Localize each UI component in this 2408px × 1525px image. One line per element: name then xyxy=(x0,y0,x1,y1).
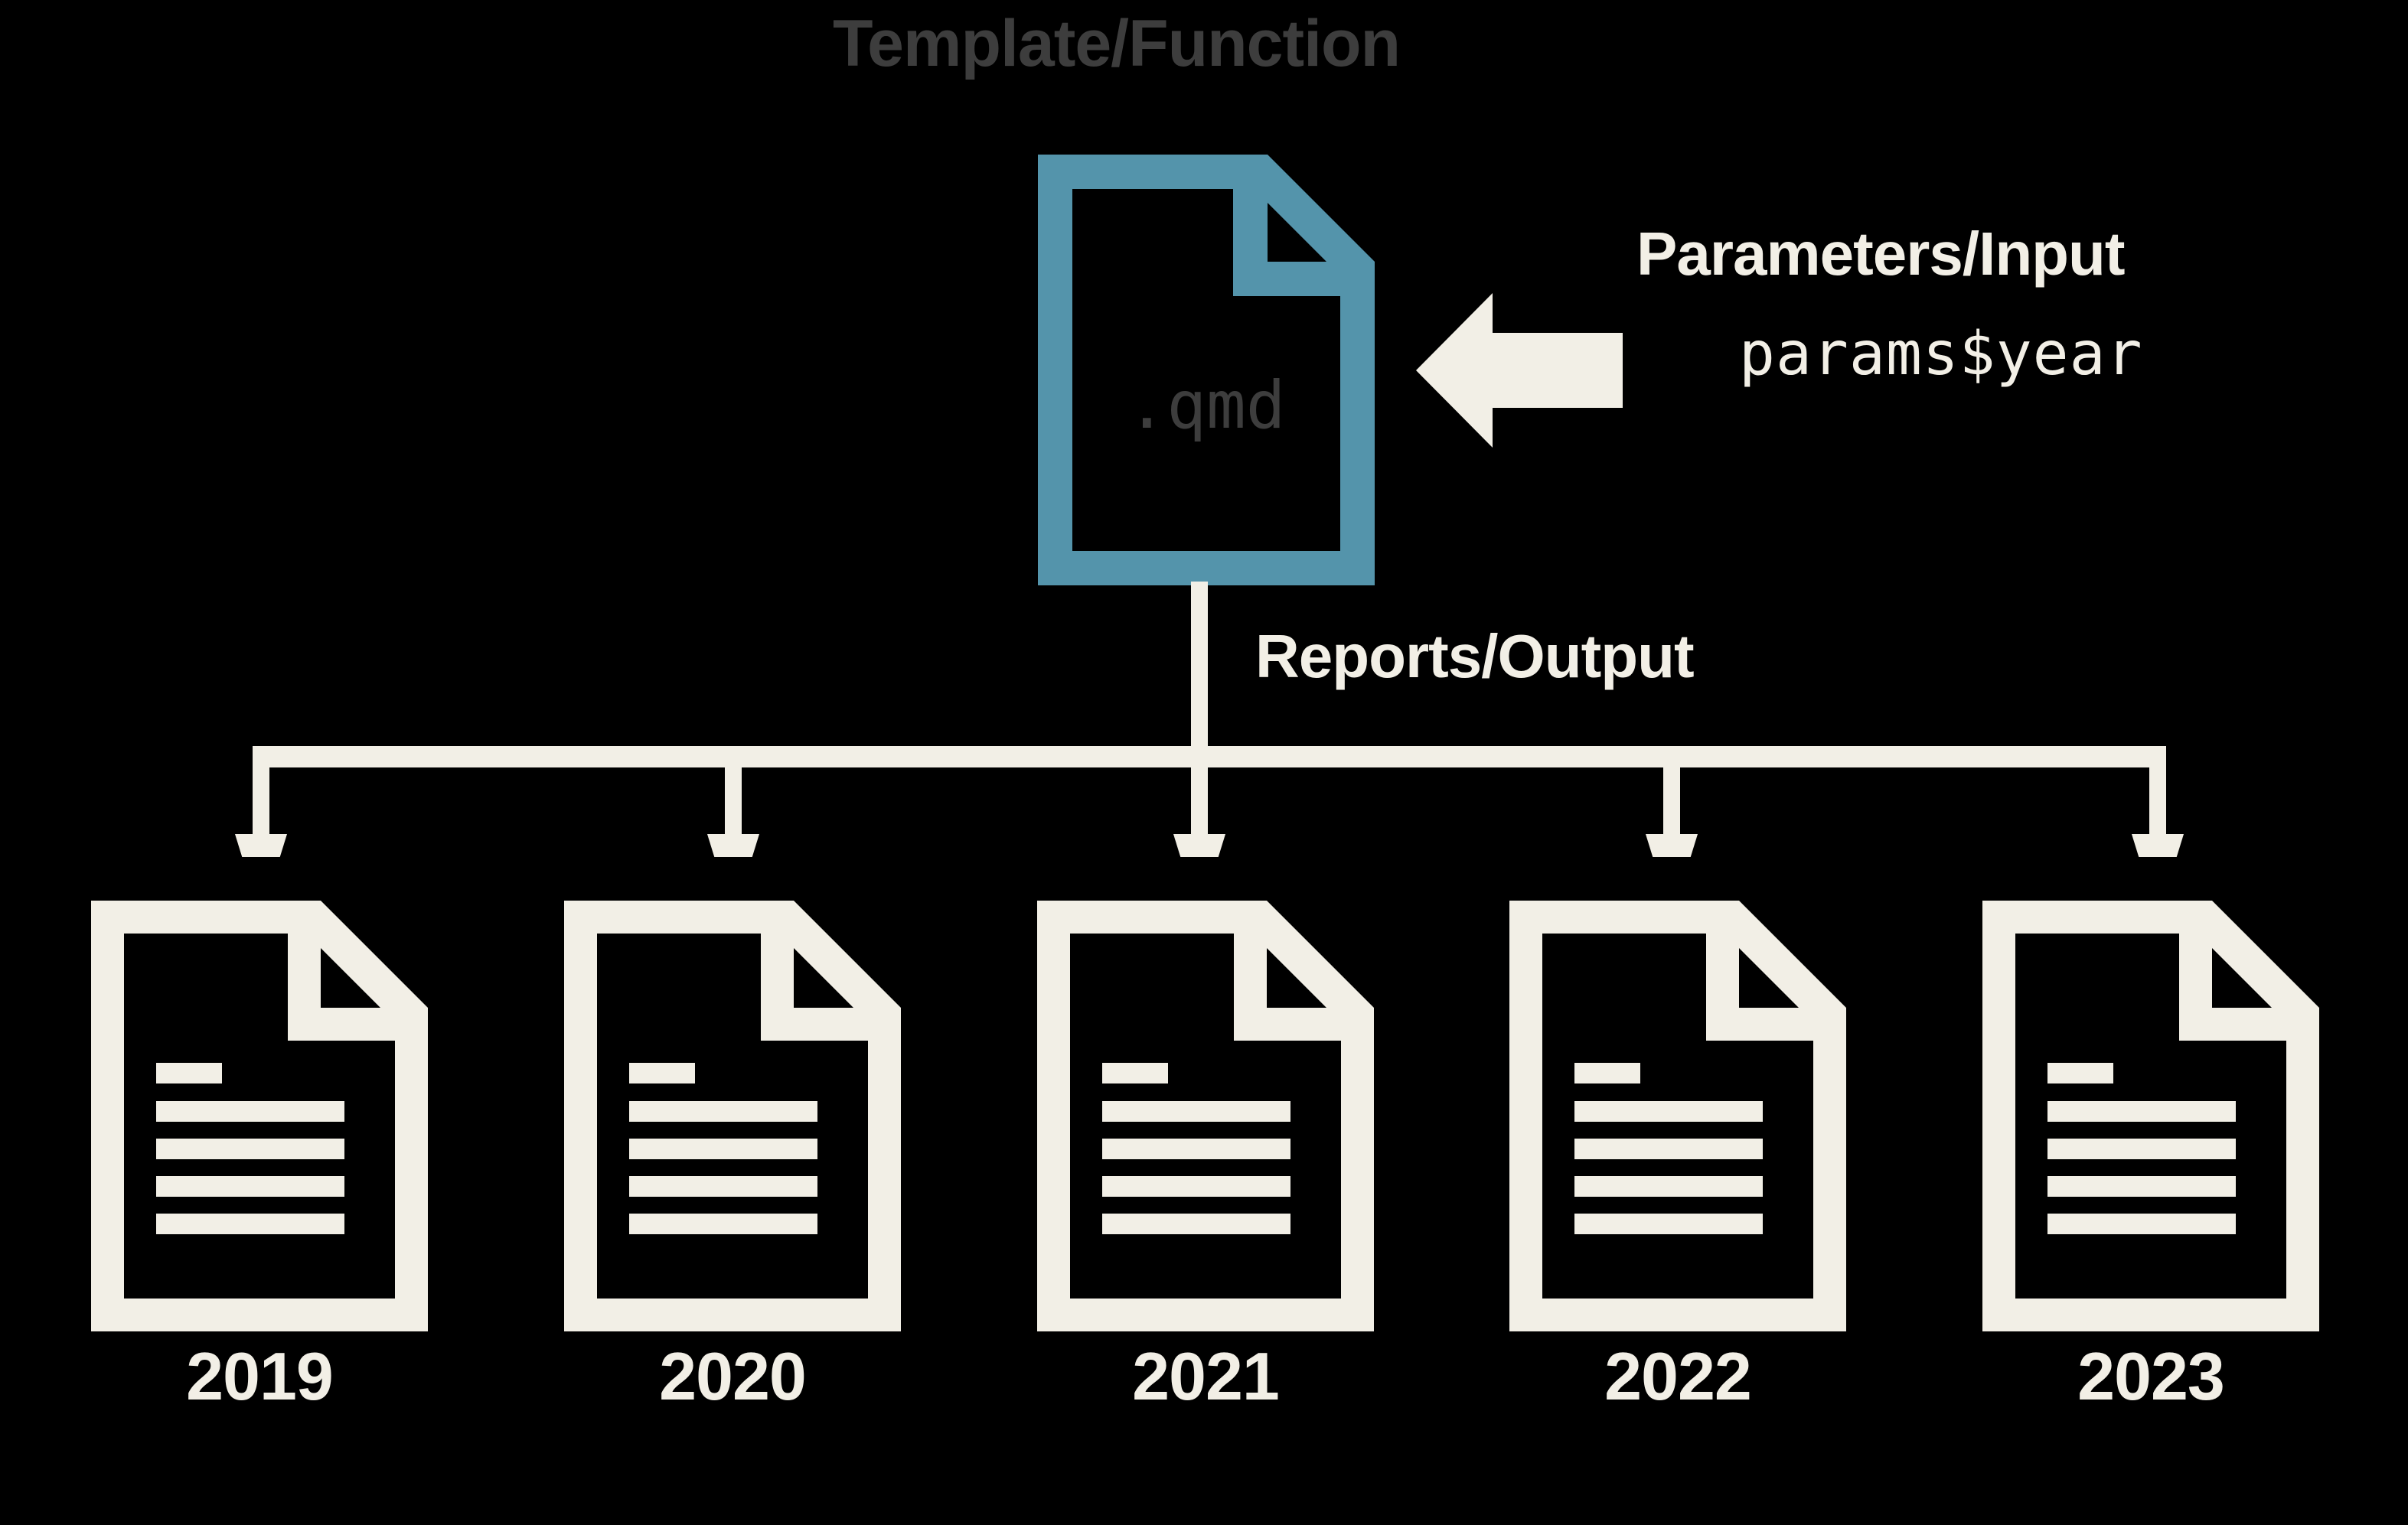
reports-row: 2019 2020 xyxy=(91,901,2319,1410)
drop-line-4 xyxy=(1663,746,1680,842)
report-body-line-2 xyxy=(2047,1139,2236,1159)
arrowhead-2 xyxy=(707,834,759,857)
report-body-line-3 xyxy=(1574,1176,1763,1197)
tree-connector-arrows xyxy=(230,582,2189,857)
report-body-line-4 xyxy=(1574,1214,1763,1234)
report-body-line-1 xyxy=(629,1101,817,1122)
arrowhead-5 xyxy=(2132,834,2184,857)
report-body-line-3 xyxy=(2047,1176,2236,1197)
report-title-line xyxy=(156,1063,222,1083)
report-document-icon xyxy=(1982,901,2319,1331)
qmd-extension-text: .qmd xyxy=(1127,367,1286,444)
report-document-icon xyxy=(1509,901,1846,1331)
report-body-line-2 xyxy=(1574,1139,1763,1159)
trunk-line xyxy=(1191,582,1208,758)
arrowhead-1 xyxy=(235,834,287,857)
report-document-icon xyxy=(1037,901,1374,1331)
report-body-line-4 xyxy=(156,1214,344,1234)
params-year-code: params$year xyxy=(1739,320,2143,389)
report-year-label: 2022 xyxy=(1604,1338,1752,1414)
report-outline-shape xyxy=(91,901,428,1331)
report-body-line-3 xyxy=(156,1176,344,1197)
report-title-line xyxy=(1102,1063,1168,1083)
report-item-2019: 2019 xyxy=(91,901,428,1410)
arrowhead-3 xyxy=(1173,834,1225,857)
parameters-left-arrow-icon xyxy=(1416,293,1623,448)
report-body-line-2 xyxy=(156,1139,344,1159)
drop-line-3 xyxy=(1191,746,1208,842)
report-item-2022: 2022 xyxy=(1509,901,1846,1410)
report-document-icon xyxy=(91,901,428,1331)
report-body-line-1 xyxy=(156,1101,344,1122)
drop-line-2 xyxy=(725,746,742,842)
template-function-label: Template/Function xyxy=(833,7,1401,80)
report-outline-shape xyxy=(1509,901,1846,1331)
drop-line-5 xyxy=(2149,746,2166,842)
report-body-line-1 xyxy=(2047,1101,2236,1122)
report-outline-shape xyxy=(1982,901,2319,1331)
report-body-line-3 xyxy=(629,1176,817,1197)
left-arrow-shape xyxy=(1416,293,1623,448)
report-body-line-3 xyxy=(1102,1176,1290,1197)
report-body-line-2 xyxy=(1102,1139,1290,1159)
report-item-2020: 2020 xyxy=(564,901,901,1410)
reports-output-label: Reports/Output xyxy=(1255,622,1695,690)
report-body-line-1 xyxy=(1102,1101,1290,1122)
report-outline-shape xyxy=(1037,901,1374,1331)
report-year-label: 2020 xyxy=(659,1338,807,1414)
drop-line-1 xyxy=(253,746,269,842)
report-body-line-1 xyxy=(1574,1101,1763,1122)
report-year-label: 2023 xyxy=(2077,1338,2225,1414)
report-title-line xyxy=(1574,1063,1640,1083)
arrowhead-4 xyxy=(1646,834,1698,857)
report-body-line-4 xyxy=(629,1214,817,1234)
report-title-line xyxy=(2047,1063,2113,1083)
report-item-2023: 2023 xyxy=(1982,901,2319,1410)
report-body-line-4 xyxy=(2047,1214,2236,1234)
report-year-label: 2021 xyxy=(1132,1338,1280,1414)
report-item-2021: 2021 xyxy=(1037,901,1374,1410)
report-year-label: 2019 xyxy=(186,1338,334,1414)
report-document-icon xyxy=(564,901,901,1331)
qmd-file-icon: .qmd xyxy=(1038,155,1375,585)
report-title-line xyxy=(629,1063,695,1083)
qmd-file-outline-shape xyxy=(1038,155,1375,585)
report-body-line-2 xyxy=(629,1139,817,1159)
bus-line xyxy=(253,746,2166,767)
report-outline-shape xyxy=(564,901,901,1331)
parameters-input-label: Parameters/Input xyxy=(1636,220,2126,288)
report-body-line-4 xyxy=(1102,1214,1290,1234)
